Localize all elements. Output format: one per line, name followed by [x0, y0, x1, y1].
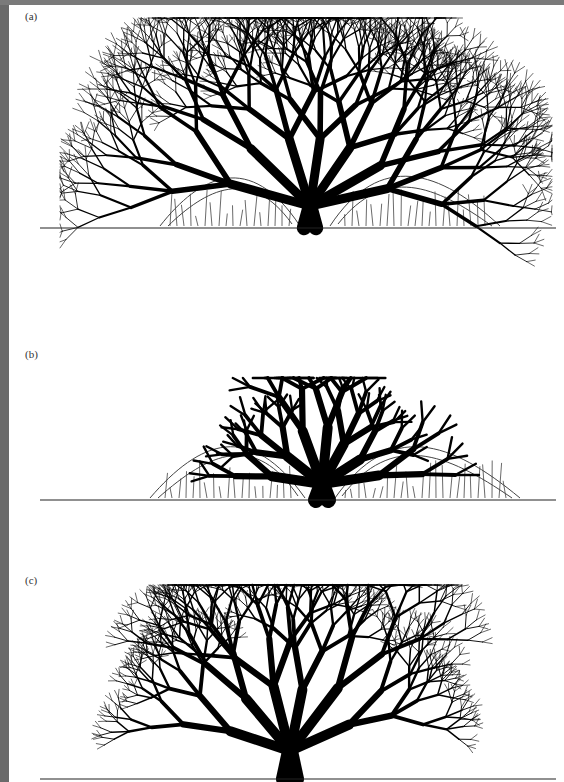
- page-border: [0, 0, 564, 5]
- ground-line: [40, 228, 556, 779]
- tree-branches: [60, 18, 552, 779]
- page-border: [0, 0, 9, 782]
- panel-label: (a): [24, 10, 38, 22]
- pruned-twigs: [165, 190, 506, 498]
- panel-label: (c): [24, 574, 38, 586]
- pruned-branch-outline: [150, 176, 520, 498]
- panel-label: (b): [24, 348, 39, 360]
